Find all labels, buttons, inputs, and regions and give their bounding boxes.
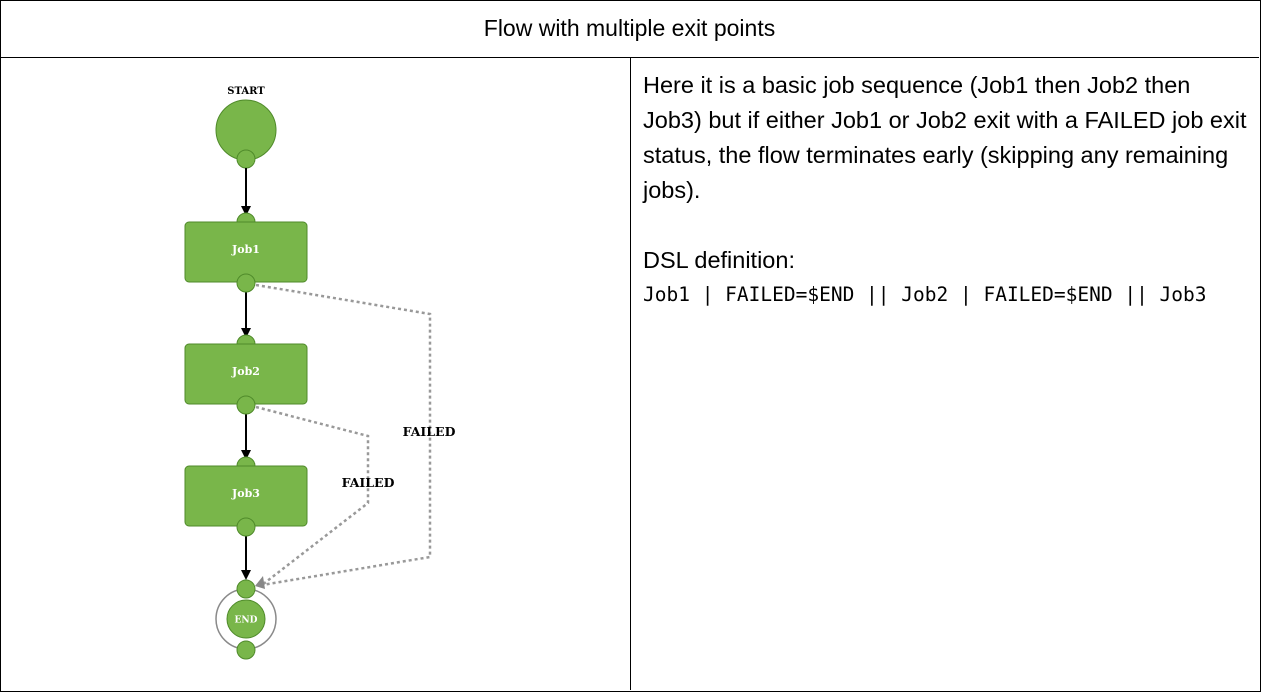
job1-failed-label: FAILED bbox=[403, 424, 456, 439]
failed-arrowhead bbox=[255, 576, 265, 589]
start-out-port bbox=[236, 149, 256, 169]
job2-failed-label: FAILED bbox=[342, 475, 395, 490]
job3-out-port bbox=[236, 517, 256, 537]
diagram-cell: START FAILED FAILED Job1 Job2 Job3 bbox=[0, 58, 630, 690]
flow-diagram: START FAILED FAILED Job1 Job2 Job3 bbox=[184, 86, 456, 660]
job1-label: Job1 bbox=[231, 243, 260, 256]
job2-label: Job2 bbox=[231, 365, 260, 378]
end-in-port bbox=[236, 579, 256, 599]
column-divider bbox=[630, 58, 631, 690]
dsl-code: Job1 | FAILED=$END || Job2 | FAILED=$END… bbox=[643, 283, 1207, 306]
start-label: START bbox=[227, 86, 265, 97]
arrowhead-job3 bbox=[241, 450, 251, 460]
arrowhead-job1 bbox=[241, 206, 251, 216]
arrowhead-end bbox=[241, 570, 251, 580]
dsl-label: DSL definition: bbox=[643, 247, 795, 273]
job3-label: Job3 bbox=[231, 487, 260, 500]
job1-out-port bbox=[236, 273, 256, 293]
table-header: Flow with multiple exit points bbox=[0, 0, 1259, 58]
description-paragraph: Here it is a basic job sequence (Job1 th… bbox=[643, 72, 1247, 203]
end-out-port bbox=[236, 640, 256, 660]
job1-failed-edge bbox=[255, 283, 432, 587]
end-node[interactable] bbox=[226, 599, 266, 639]
description-cell: Here it is a basic job sequence (Job1 th… bbox=[643, 68, 1248, 311]
end-label: END bbox=[235, 616, 258, 626]
header-title: Flow with multiple exit points bbox=[483, 15, 776, 41]
job2-out-port bbox=[236, 395, 256, 415]
arrowhead-job2 bbox=[241, 328, 251, 338]
